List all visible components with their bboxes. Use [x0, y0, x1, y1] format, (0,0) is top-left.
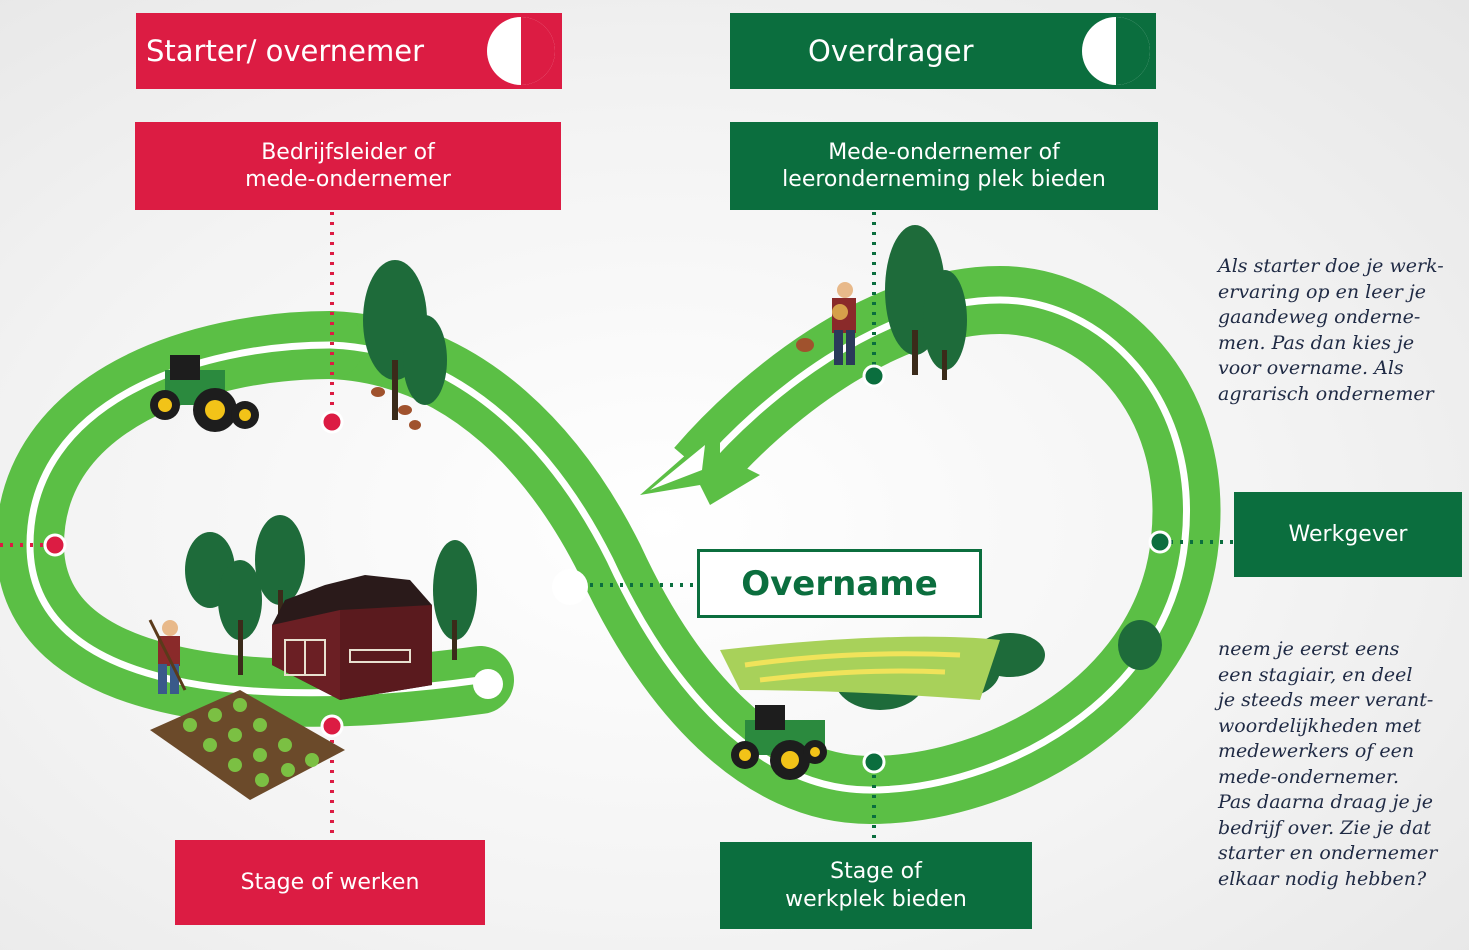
tractor-icon: [731, 705, 827, 780]
box-stage-of-werkplek: Stage of werkplek bieden: [720, 842, 1032, 929]
farmer-icon: [148, 619, 187, 694]
side-text-line: voor overname. Als: [1218, 357, 1404, 379]
overname-box: Overname: [697, 549, 982, 618]
side-text-line: elkaar nodig hebben?: [1218, 867, 1427, 890]
half-circle-icon: [487, 17, 555, 85]
overname-label: Overname: [741, 563, 938, 604]
side-text-line: men. Pas dan kies je: [1218, 331, 1415, 354]
box-mede-ondernemer-line1: Mede-ondernemer of: [828, 139, 1060, 165]
side-text-line: bedrijf over. Zie je dat: [1218, 816, 1432, 839]
side-text-line: een stagiair, en deel: [1218, 663, 1413, 686]
side-text-line: Als starter doe je werk-: [1218, 255, 1444, 277]
side-text-line: agrarisch ondernemer: [1218, 382, 1434, 405]
half-circle-icon: [1082, 17, 1150, 85]
side-text-line: Pas daarna draag je je: [1218, 791, 1433, 813]
header-starter-label: Starter/ overnemer: [146, 33, 424, 68]
box-werkgever-label: Werkgever: [1288, 521, 1408, 547]
connectors: [0, 212, 1235, 840]
box-mede-ondernemer: Mede-ondernemer of leeronderneming plek …: [730, 122, 1158, 210]
farmer-icon: [832, 282, 856, 365]
box-stage-of-werkplek-line2: werkplek bieden: [785, 886, 967, 912]
side-text-line: je steeds meer verant-: [1218, 689, 1434, 711]
side-text-line: starter en ondernemer: [1218, 842, 1438, 864]
side-text-line: woordelijkheden met: [1218, 714, 1422, 737]
box-bedrijfsleider: Bedrijfsleider of mede-ondernemer: [135, 122, 561, 210]
side-text-line: mede-ondernemer.: [1218, 765, 1400, 788]
vegetable-patch-icon: [150, 690, 345, 800]
header-starter: Starter/ overnemer: [136, 13, 562, 89]
field-icon: [720, 636, 1000, 700]
side-text-line: neem je eerst eens: [1218, 638, 1400, 660]
box-werkgever: Werkgever: [1234, 492, 1462, 577]
box-stage-of-werkplek-line1: Stage of: [830, 859, 922, 884]
box-stage-of-werken-label: Stage of werken: [240, 869, 420, 895]
side-text-line: medewerkers of een: [1218, 740, 1415, 762]
connector-dots: [43, 364, 1172, 774]
side-text-top: Als starter doe je werk- ervaring op en …: [1218, 254, 1444, 407]
side-text-line: ervaring op en leer je: [1218, 280, 1426, 303]
barn-icon: [272, 575, 432, 700]
tractor-icon: [150, 355, 259, 432]
header-overdrager-label: Overdrager: [808, 33, 974, 68]
box-bedrijfsleider-line2: mede-ondernemer: [245, 167, 451, 192]
side-text-line: gaandeweg onderne-: [1218, 306, 1421, 328]
chicken-icon: [371, 338, 814, 430]
box-stage-of-werken: Stage of werken: [175, 840, 485, 925]
box-bedrijfsleider-line1: Bedrijfsleider of: [261, 139, 435, 165]
box-mede-ondernemer-line2: leeronderneming plek bieden: [782, 167, 1106, 192]
side-text-bottom: neem je eerst eens een stagiair, en deel…: [1218, 637, 1437, 892]
